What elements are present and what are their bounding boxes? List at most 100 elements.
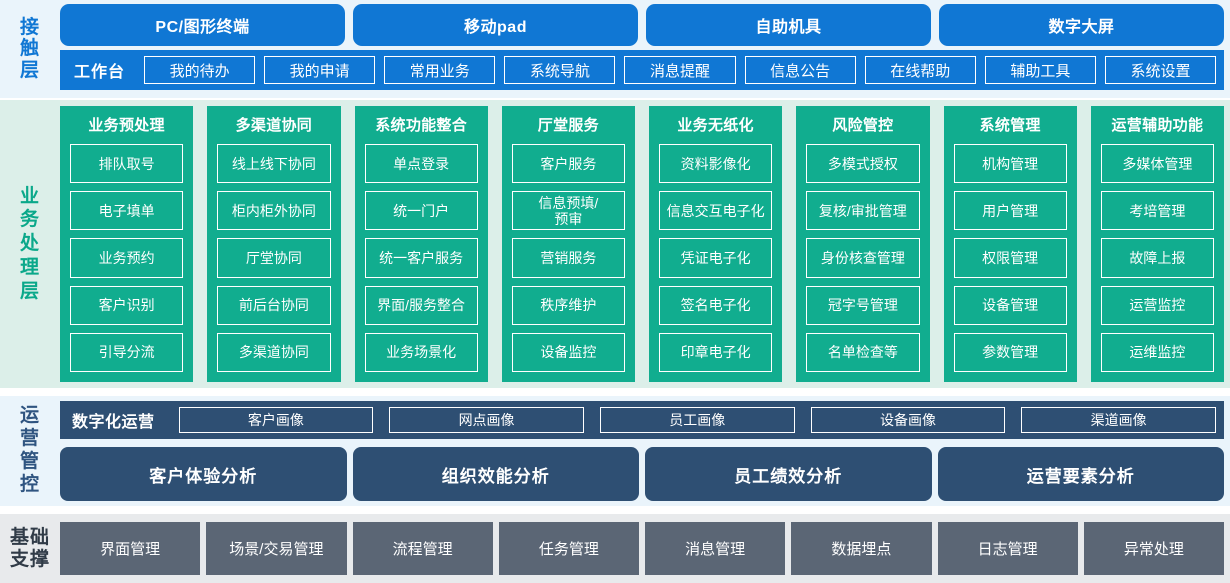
- biz-item[interactable]: 故障上报: [1100, 238, 1214, 278]
- analysis-customer-experience[interactable]: 客户体验分析: [60, 447, 347, 501]
- analysis-employee-performance[interactable]: 员工绩效分析: [645, 447, 932, 501]
- biz-item[interactable]: 营销服务: [511, 238, 625, 278]
- portrait-branch[interactable]: 网点画像: [389, 407, 584, 433]
- analysis-org-efficiency[interactable]: 组织效能分析: [352, 447, 639, 501]
- biz-item[interactable]: 用户管理: [953, 191, 1067, 231]
- operations-label-char-0: 运: [19, 405, 40, 427]
- contact-label-char-1: 触: [19, 38, 40, 60]
- biz-item[interactable]: 单点登录: [364, 144, 478, 184]
- portrait-channel[interactable]: 渠道画像: [1021, 407, 1217, 433]
- biz-item[interactable]: 资料影像化: [659, 144, 773, 184]
- biz-item[interactable]: 统一客户服务: [364, 238, 478, 278]
- digital-operations-title: 数字化运营: [72, 414, 155, 431]
- column-items: 机构管理 用户管理 权限管理 设备管理 参数管理: [953, 144, 1067, 373]
- biz-item[interactable]: 设备管理: [953, 285, 1067, 325]
- foundation-items-row: 界面管理 场景/交易管理 流程管理 任务管理 消息管理 数据埋点 日志管理 异常…: [60, 522, 1224, 575]
- business-columns: 业务预处理 排队取号 电子填单 业务预约 客户识别 引导分流 多渠道协同 线上线…: [60, 106, 1224, 382]
- biz-item[interactable]: 线上线下协同: [217, 144, 331, 184]
- business-label-char-4: 层: [19, 280, 40, 302]
- operations-layer-band: 运 营 管 控 数字化运营 客户画像 网点画像 员工画像 设备画像 渠道画像 客…: [0, 396, 1230, 506]
- biz-item[interactable]: 引导分流: [70, 332, 184, 373]
- biz-item[interactable]: 名单检查等: [806, 332, 920, 373]
- foundation-item-message-management[interactable]: 消息管理: [645, 522, 786, 575]
- biz-item[interactable]: 多渠道协同: [217, 332, 331, 373]
- business-column-risk-control: 风险管控 多模式授权 复核/审批管理 身份核查管理 冠字号管理 名单检查等: [796, 106, 930, 382]
- analysis-operation-factors[interactable]: 运营要素分析: [937, 447, 1224, 501]
- biz-item[interactable]: 业务场景化: [364, 332, 478, 373]
- biz-item[interactable]: 权限管理: [953, 238, 1067, 278]
- workbench-item-online-help[interactable]: 在线帮助: [864, 56, 976, 84]
- column-title: 风险管控: [832, 117, 894, 134]
- channel-chip-digital-screen[interactable]: 数字大屏: [939, 4, 1224, 46]
- contact-label-char-2: 层: [19, 59, 40, 81]
- biz-item[interactable]: 复核/审批管理: [806, 191, 920, 231]
- column-items: 多模式授权 复核/审批管理 身份核查管理 冠字号管理 名单检查等: [806, 144, 920, 373]
- portrait-employee[interactable]: 员工画像: [599, 407, 795, 433]
- contact-layer-label: 接 触 层: [0, 4, 60, 94]
- biz-item[interactable]: 信息预填/ 预审: [511, 191, 625, 231]
- business-column-system-management: 系统管理 机构管理 用户管理 权限管理 设备管理 参数管理: [943, 106, 1077, 382]
- biz-item[interactable]: 考培管理: [1100, 191, 1214, 231]
- column-title: 多渠道协同: [235, 117, 313, 134]
- foundation-item-ui-management[interactable]: 界面管理: [60, 522, 201, 575]
- column-title: 系统管理: [979, 117, 1041, 134]
- biz-item[interactable]: 设备监控: [511, 332, 625, 373]
- biz-item[interactable]: 客户识别: [70, 285, 184, 325]
- biz-item[interactable]: 信息交互电子化: [659, 191, 773, 231]
- workbench-item-aux-tools[interactable]: 辅助工具: [984, 56, 1096, 84]
- channel-chip-self-service[interactable]: 自助机具: [646, 4, 931, 46]
- workbench-item-system-navigation[interactable]: 系统导航: [504, 56, 616, 84]
- biz-item[interactable]: 身份核查管理: [806, 238, 920, 278]
- foundation-item-process-management[interactable]: 流程管理: [352, 522, 493, 575]
- biz-item[interactable]: 厅堂协同: [217, 238, 331, 278]
- channel-row: PC/图形终端 移动pad 自助机具 数字大屏: [60, 4, 1224, 46]
- biz-item[interactable]: 参数管理: [953, 332, 1067, 373]
- digital-operations-row: 数字化运营 客户画像 网点画像 员工画像 设备画像 渠道画像: [60, 401, 1224, 439]
- foundation-layer-label: 基础 支撑: [0, 522, 60, 575]
- foundation-item-scene-transaction[interactable]: 场景/交易管理: [206, 522, 347, 575]
- workbench-item-my-todo[interactable]: 我的待办: [144, 56, 256, 84]
- column-items: 排队取号 电子填单 业务预约 客户识别 引导分流: [70, 144, 184, 373]
- foundation-item-data-tracking[interactable]: 数据埋点: [791, 522, 932, 575]
- biz-item[interactable]: 印章电子化: [659, 332, 773, 373]
- foundation-item-exception-handling[interactable]: 异常处理: [1083, 522, 1224, 575]
- biz-item[interactable]: 凭证电子化: [659, 238, 773, 278]
- business-label-char-2: 处: [19, 233, 40, 255]
- workbench-item-system-settings[interactable]: 系统设置: [1104, 56, 1216, 84]
- operations-label-char-2: 管: [19, 451, 40, 472]
- biz-item[interactable]: 多模式授权: [806, 144, 920, 184]
- operations-label-char-3: 控: [19, 473, 40, 495]
- business-layer-label: 业 务 处 理 层: [0, 106, 60, 382]
- column-title: 业务预处理: [88, 117, 165, 134]
- biz-item[interactable]: 柜内柜外协同: [217, 191, 331, 231]
- biz-item[interactable]: 签名电子化: [659, 285, 773, 325]
- biz-item[interactable]: 客户服务: [511, 144, 625, 184]
- biz-item[interactable]: 运营监控: [1100, 285, 1214, 325]
- biz-item[interactable]: 统一门户: [364, 191, 478, 231]
- biz-item[interactable]: 机构管理: [953, 144, 1067, 184]
- biz-item[interactable]: 多媒体管理: [1100, 144, 1214, 184]
- foundation-label-line-1: 支撑: [9, 548, 50, 570]
- foundation-item-task-management[interactable]: 任务管理: [498, 522, 639, 575]
- workbench-item-my-application[interactable]: 我的申请: [264, 56, 376, 84]
- workbench-item-announcement[interactable]: 信息公告: [744, 56, 856, 84]
- biz-item[interactable]: 业务预约: [70, 238, 184, 278]
- biz-item[interactable]: 电子填单: [70, 191, 184, 231]
- column-title: 业务无纸化: [677, 117, 754, 134]
- business-column-lobby-service: 厅堂服务 客户服务 信息预填/ 预审 营销服务 秩序维护 设备监控: [501, 106, 635, 382]
- biz-item[interactable]: 秩序维护: [511, 285, 625, 325]
- channel-chip-mobile-pad[interactable]: 移动pad: [353, 4, 638, 46]
- channel-chip-pc[interactable]: PC/图形终端: [60, 4, 345, 46]
- biz-item[interactable]: 排队取号: [70, 144, 184, 184]
- portrait-device[interactable]: 设备画像: [810, 407, 1006, 433]
- foundation-item-log-management[interactable]: 日志管理: [937, 522, 1078, 575]
- biz-item[interactable]: 界面/服务整合: [364, 285, 478, 325]
- biz-item[interactable]: 冠字号管理: [806, 285, 920, 325]
- biz-item[interactable]: 运维监控: [1100, 332, 1214, 373]
- workbench-item-common-business[interactable]: 常用业务: [384, 56, 496, 84]
- biz-item[interactable]: 前后台协同: [217, 285, 331, 325]
- workbench-item-message-alert[interactable]: 消息提醒: [624, 56, 736, 84]
- portrait-customer[interactable]: 客户画像: [178, 407, 374, 433]
- business-column-operation-aux: 运营辅助功能 多媒体管理 考培管理 故障上报 运营监控 运维监控: [1090, 106, 1224, 382]
